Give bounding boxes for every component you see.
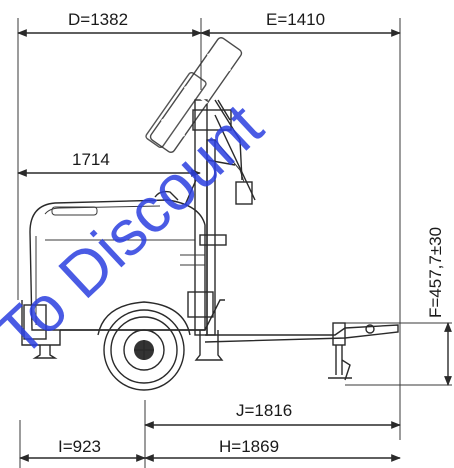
dim-label-h: H=1869 (219, 437, 279, 456)
dim-label-e: E=1410 (266, 10, 325, 29)
dim-label-d: D=1382 (68, 10, 128, 29)
light-tower-drawing (21, 37, 399, 391)
dim-label-1714: 1714 (72, 150, 110, 169)
watermark-text: To Discount (0, 89, 276, 370)
dim-label-i: I=923 (58, 437, 101, 456)
dimension-lines (17, 18, 452, 468)
dimension-labels: D=1382 E=1410 1714 J=1816 I=923 H=1869 F… (55, 10, 445, 456)
dim-label-j: J=1816 (236, 401, 292, 420)
dim-label-f: F=457,7±30 (426, 227, 445, 318)
